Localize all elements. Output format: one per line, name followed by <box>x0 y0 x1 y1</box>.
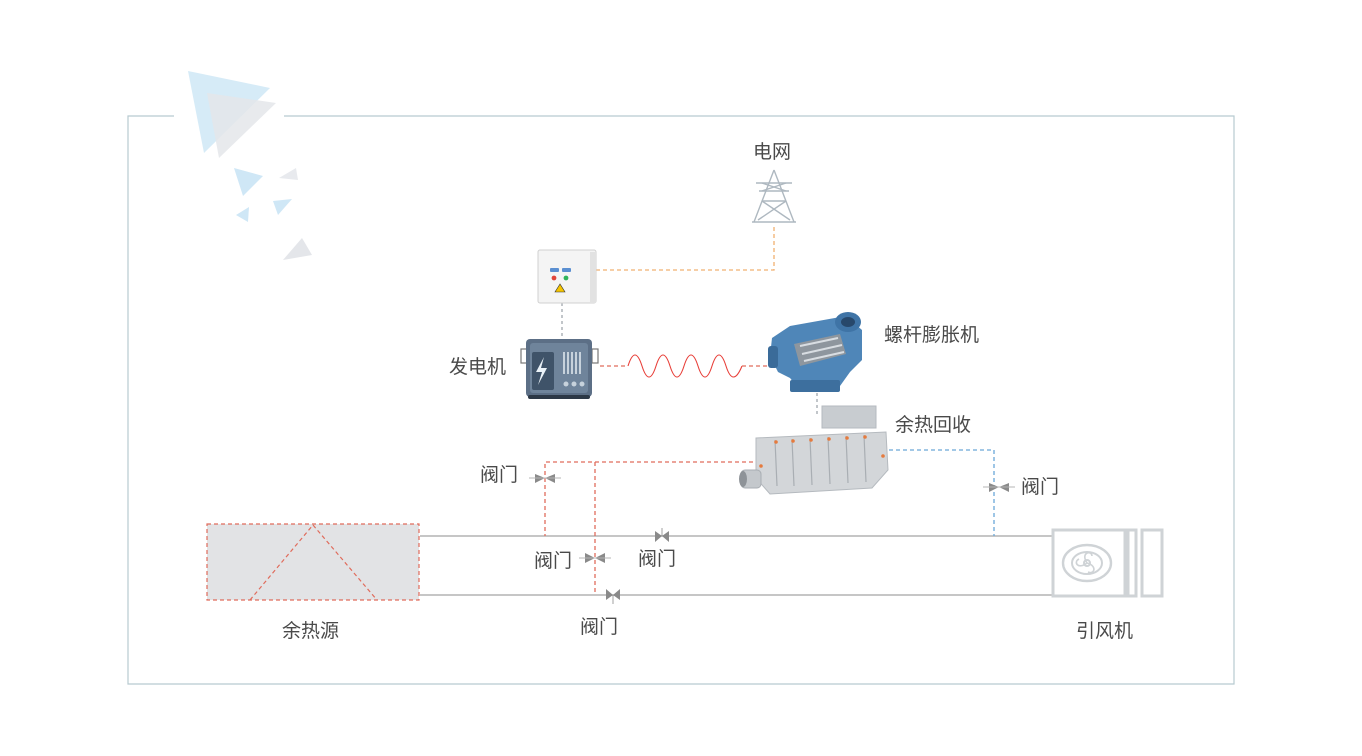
screw-expander-icon <box>768 312 862 392</box>
diagram-frame <box>127 115 1235 685</box>
label-valve: 阀门 <box>580 616 619 638</box>
cool-fluid-line <box>882 449 995 536</box>
main-pipes <box>420 535 1052 596</box>
label-valve: 阀门 <box>638 548 677 570</box>
label-valve: 阀门 <box>1021 476 1060 498</box>
label-heat-source: 余热源 <box>282 620 340 642</box>
shaft-coupling <box>600 354 768 378</box>
fan-icon <box>1051 528 1164 598</box>
valve-icon[interactable] <box>606 589 620 604</box>
heat-source-box <box>206 523 420 601</box>
valve-icon[interactable] <box>529 474 561 483</box>
power-tower-icon <box>752 169 796 223</box>
valve-icon[interactable] <box>655 528 669 542</box>
label-expander: 螺杆膨胀机 <box>884 324 980 346</box>
heat-recovery-exchanger-icon <box>739 405 889 495</box>
label-grid: 电网 <box>753 141 792 163</box>
valve-icon[interactable] <box>579 553 611 563</box>
valve-icon[interactable] <box>983 483 1015 492</box>
label-heat-recovery: 余热回收 <box>895 414 972 436</box>
label-valve: 阀门 <box>480 464 519 486</box>
hot-fluid-lines <box>544 461 760 595</box>
connector-dashes <box>561 303 818 416</box>
label-valve: 阀门 <box>534 550 573 572</box>
decorative-triangles <box>188 71 312 260</box>
generator-icon <box>520 339 599 399</box>
label-generator: 发电机 <box>449 356 507 378</box>
power-lines <box>596 226 775 271</box>
control-cabinet-icon <box>537 249 597 304</box>
label-fan: 引风机 <box>1076 620 1134 642</box>
